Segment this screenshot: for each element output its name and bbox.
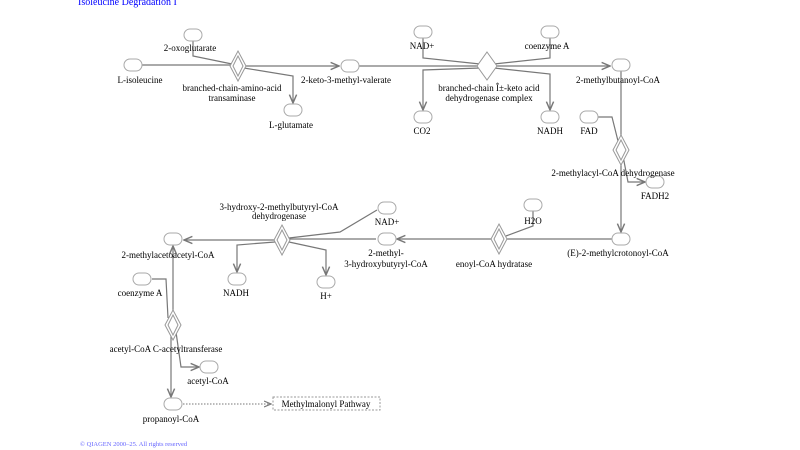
label: acetyl-CoA C-acetyltransferase (110, 344, 223, 354)
label: FADH2 (641, 191, 669, 201)
node-nadh1[interactable] (540, 110, 560, 124)
node-isoleucine[interactable] (123, 58, 143, 72)
node-hydroxybutyryl[interactable] (377, 232, 397, 246)
label: H+ (320, 291, 332, 301)
node-coa2[interactable] (132, 272, 152, 286)
link-label[interactable]: Methylmalonyl Pathway (282, 399, 371, 409)
enzyme-transaminase[interactable] (229, 49, 247, 83)
edges (142, 38, 645, 404)
label: 2-methylacetoacetyl-CoA (122, 250, 215, 260)
node-nad1[interactable] (413, 25, 433, 39)
node-fadh2[interactable] (645, 175, 665, 189)
node-oxoglutarate[interactable] (183, 28, 203, 42)
label: NADH (537, 126, 563, 136)
label: L-isoleucine (118, 75, 163, 85)
label: transaminase (209, 93, 256, 103)
node-acetylcoa[interactable] (199, 360, 219, 374)
label: dehydrogenase complex (445, 93, 533, 103)
enzyme-nodes[interactable] (164, 49, 630, 342)
label: propanoyl-CoA (143, 414, 200, 424)
node-propanoyl[interactable] (163, 397, 183, 411)
enzyme-acetyltransferase[interactable] (164, 308, 182, 342)
label: dehydrogenase (252, 211, 306, 221)
label: coenzyme A (118, 288, 163, 298)
copyright-footer: © QIAGEN 2000–25. All rights reserved (80, 441, 188, 448)
label: coenzyme A (525, 41, 570, 51)
node-nad2[interactable] (377, 201, 397, 215)
label: acetyl-CoA (187, 376, 229, 386)
node-acetoacetyl[interactable] (163, 232, 183, 246)
label: 3-hydroxybutyryl-CoA (344, 259, 428, 269)
label: CO2 (413, 126, 430, 136)
label: NAD+ (410, 41, 435, 51)
node-co2[interactable] (413, 110, 433, 124)
label: enoyl-CoA hydratase (456, 259, 532, 269)
label: NADH (223, 288, 249, 298)
node-h2o[interactable] (523, 198, 543, 212)
node-nadh2[interactable] (227, 272, 247, 286)
label: branched-chain-amino-acid (183, 83, 282, 93)
molecule-nodes[interactable] (123, 25, 665, 411)
label: 2-methyl- (368, 248, 404, 258)
node-keto[interactable] (340, 59, 360, 73)
label: 2-methylacyl-CoA dehydrogenase (551, 168, 674, 178)
label: L-glutamate (269, 120, 313, 130)
methylmalonyl-pathway-link[interactable]: Methylmalonyl Pathway (272, 396, 381, 411)
label: 2-oxoglutarate (164, 43, 216, 53)
pathway-title[interactable]: Isoleucine Degradation I (78, 0, 177, 8)
label: NAD+ (375, 217, 400, 227)
node-hplus[interactable] (316, 275, 336, 289)
label: 2-keto-3-methyl-valerate (301, 75, 391, 85)
label: 3-hydroxy-2-methylbutyryl-CoA (220, 202, 339, 212)
label: FAD (580, 126, 598, 136)
enzyme-bckdh[interactable] (476, 51, 498, 81)
enzyme-acyldh[interactable] (612, 133, 630, 167)
node-coa1[interactable] (540, 25, 560, 39)
node-methylbutanoyl[interactable] (611, 58, 631, 72)
label: branched-chain Î±-keto acid (438, 83, 540, 93)
label: H2O (524, 216, 542, 226)
label: (E)-2-methylcrotonoyl-CoA (567, 248, 669, 258)
node-glutamate[interactable] (283, 103, 303, 117)
label: 2-methylbutanoyl-CoA (576, 75, 660, 85)
enzyme-hbdh[interactable] (273, 223, 291, 257)
node-fad[interactable] (579, 110, 599, 124)
labels: 2-oxoglutarate L-isoleucine 2-keto-3-met… (110, 41, 675, 424)
node-crotonoyl[interactable] (611, 232, 631, 246)
enzyme-hydratase[interactable] (490, 222, 508, 256)
